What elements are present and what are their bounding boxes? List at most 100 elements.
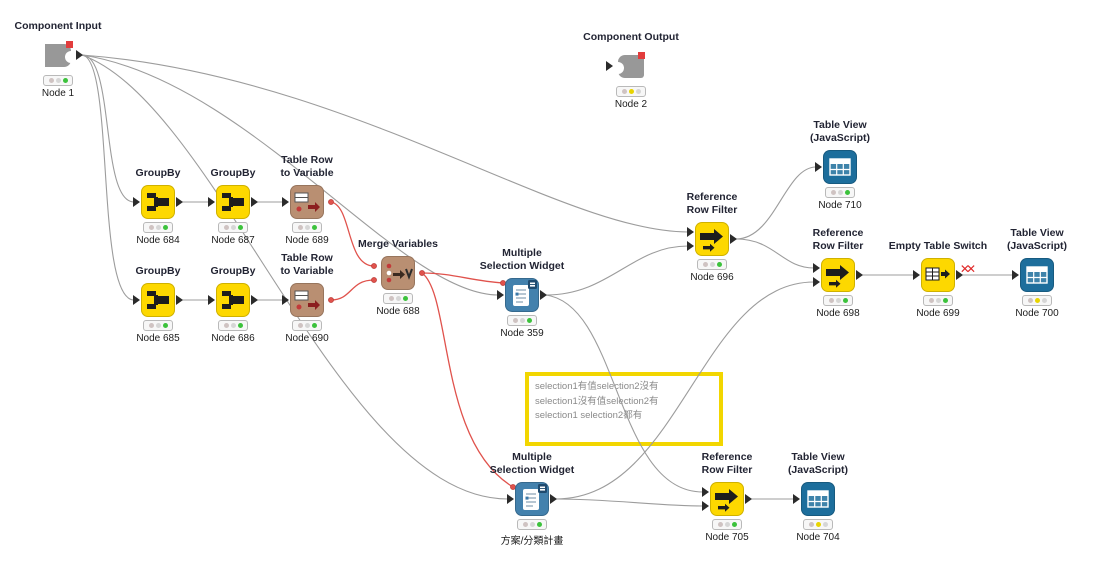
connection[interactable] — [81, 54, 135, 301]
groupby-icon — [147, 291, 169, 309]
empty-table-switch-icon — [925, 267, 950, 281]
node-reference-row-filter-705[interactable]: Reference Row Filter Node 705 — [692, 451, 762, 543]
traffic-light — [507, 315, 537, 326]
output-port[interactable] — [550, 494, 557, 504]
connection[interactable] — [545, 294, 704, 493]
reference-input-port[interactable] — [813, 277, 820, 287]
node-table-view-704[interactable]: Table View (JavaScript) Node 704 — [783, 451, 853, 543]
node-multiple-selection-widget-359[interactable]: Multiple Selection Widget Node 359 — [480, 247, 565, 339]
connection[interactable] — [81, 54, 689, 233]
traffic-light — [825, 187, 855, 198]
groupby-icon — [222, 291, 244, 309]
output-port[interactable] — [251, 197, 258, 207]
node-groupby-685[interactable]: GroupBy Node 685 — [123, 265, 193, 344]
input-port[interactable] — [606, 61, 613, 71]
node-label: Node 699 — [916, 308, 960, 319]
input-port[interactable] — [793, 494, 800, 504]
node-label: Node 687 — [211, 235, 255, 246]
connection[interactable] — [735, 166, 817, 240]
reference-row-filter-icon — [826, 265, 849, 288]
input-port[interactable] — [702, 487, 709, 497]
inactive-branch-icon — [960, 262, 972, 276]
input-port[interactable] — [1012, 270, 1019, 280]
input-port[interactable] — [687, 227, 694, 237]
node-groupby-686[interactable]: GroupBy Node 686 — [198, 265, 268, 344]
output-port[interactable] — [76, 50, 83, 60]
input-port[interactable] — [913, 270, 920, 280]
node-title: Multiple Selection Widget — [479, 246, 565, 273]
traffic-light — [292, 320, 322, 331]
traffic-light — [803, 519, 833, 530]
node-tablerow-to-variable-690[interactable]: Table Row to Variable Node 690 — [272, 252, 342, 344]
node-title: Component Input — [14, 20, 102, 33]
output-port[interactable] — [251, 295, 258, 305]
traffic-light — [1022, 295, 1052, 306]
component-input-icon — [45, 41, 75, 67]
connection[interactable] — [545, 245, 689, 296]
input-port[interactable] — [282, 197, 289, 207]
input-port[interactable] — [282, 295, 289, 305]
variable-connection[interactable] — [421, 272, 504, 284]
input-port[interactable] — [507, 494, 514, 504]
output-port[interactable] — [176, 295, 183, 305]
traffic-light — [218, 320, 248, 331]
node-title: Merge Variables — [358, 238, 438, 251]
output-port[interactable] — [540, 290, 547, 300]
output-port[interactable] — [745, 494, 752, 504]
reference-input-port[interactable] — [687, 241, 694, 251]
reference-input-port[interactable] — [702, 501, 709, 511]
node-title: Reference Row Filter — [686, 190, 738, 217]
traffic-light — [923, 295, 953, 306]
node-component-output[interactable]: Component Output Node 2 — [583, 31, 679, 110]
node-title: Empty Table Switch — [888, 240, 988, 253]
node-label: Node 1 — [41, 88, 75, 99]
node-table-view-710[interactable]: Table View (JavaScript) Node 710 — [805, 119, 875, 211]
output-port[interactable] — [856, 270, 863, 280]
traffic-light — [697, 259, 727, 270]
node-reference-row-filter-698[interactable]: Reference Row Filter Node 698 — [803, 227, 873, 319]
node-title: Reference Row Filter — [812, 226, 864, 253]
node-empty-table-switch-699[interactable]: Empty Table Switch Node 699 — [889, 240, 987, 319]
node-label: Node 698 — [816, 308, 860, 319]
traffic-light — [712, 519, 742, 530]
connection[interactable] — [81, 54, 499, 296]
node-label: Node 696 — [690, 272, 734, 283]
connection[interactable] — [555, 281, 815, 500]
input-port[interactable] — [133, 197, 140, 207]
variable-connection[interactable] — [330, 279, 375, 301]
node-label: Node 688 — [376, 306, 420, 317]
input-port[interactable] — [133, 295, 140, 305]
groupby-icon — [147, 193, 169, 211]
node-groupby-684[interactable]: GroupBy Node 684 — [123, 167, 193, 246]
node-title: GroupBy — [135, 265, 181, 278]
node-multiple-selection-widget-bottom[interactable]: Multiple Selection Widget 方案/分類計畫 — [490, 451, 575, 547]
node-tablerow-to-variable-689[interactable]: Table Row to Variable Node 689 — [272, 154, 342, 246]
node-merge-variables-688[interactable]: Merge Variables Node 688 — [358, 238, 438, 317]
variable-connection[interactable] — [421, 272, 514, 488]
node-label: 方案/分類計畫 — [500, 536, 564, 547]
input-port[interactable] — [813, 263, 820, 273]
input-port[interactable] — [815, 162, 822, 172]
input-port[interactable] — [208, 295, 215, 305]
reference-row-filter-icon — [700, 229, 723, 252]
traffic-light — [143, 320, 173, 331]
node-component-input[interactable]: Component Input Node 1 — [15, 20, 102, 99]
node-label: Node 705 — [705, 532, 749, 543]
connection[interactable] — [735, 238, 815, 269]
output-port[interactable] — [730, 234, 737, 244]
traffic-light — [517, 519, 547, 530]
component-output-icon — [614, 52, 645, 78]
connection[interactable] — [555, 498, 704, 507]
input-port[interactable] — [208, 197, 215, 207]
traffic-light — [616, 86, 646, 97]
output-port[interactable] — [176, 197, 183, 207]
node-title: Component Output — [583, 31, 679, 44]
node-table-view-700[interactable]: Table View (JavaScript) Node 700 — [1002, 227, 1072, 319]
node-reference-row-filter-696[interactable]: Reference Row Filter Node 696 — [677, 191, 747, 283]
connection[interactable] — [81, 54, 135, 203]
node-title: Table Row to Variable — [280, 153, 334, 180]
node-groupby-687[interactable]: GroupBy Node 687 — [198, 167, 268, 246]
input-port[interactable] — [497, 290, 504, 300]
variable-connection[interactable] — [330, 201, 375, 267]
